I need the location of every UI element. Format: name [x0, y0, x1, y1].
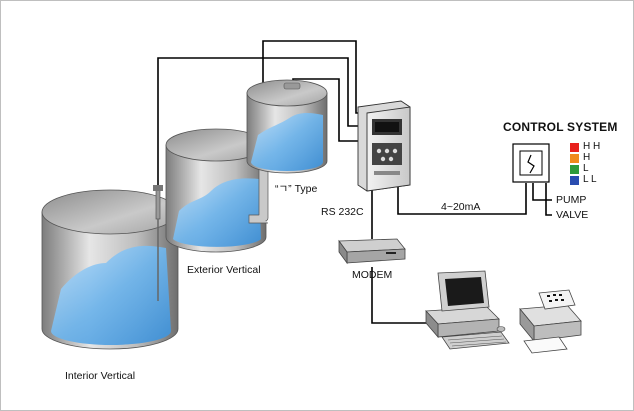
level-indicator-3: [570, 176, 579, 185]
level-label-h: H: [583, 152, 591, 163]
wire-interior-sensor: [157, 57, 358, 191]
wire-4-20ma: [397, 183, 527, 215]
level-label-hh: H H: [583, 141, 601, 152]
tank-interior-vertical: [41, 185, 179, 350]
level-controller: [357, 100, 411, 192]
wire-pump: [532, 183, 552, 201]
modem-label: MODEM: [352, 269, 393, 281]
level-label-l: L: [583, 163, 589, 174]
rs232c-label: RS 232C: [321, 206, 364, 218]
level-indicator-2: [570, 165, 579, 174]
computer-workstation: [425, 270, 510, 350]
valve-label: VALVE: [556, 209, 589, 221]
level-indicator-0: [570, 143, 579, 152]
interior-vertical-label: Interior Vertical: [65, 370, 136, 382]
tank-small: [246, 79, 328, 174]
level-label-ll: L L: [583, 174, 597, 185]
level-indicators: [570, 143, 579, 185]
exterior-vertical-label: Exterior Vertical: [187, 264, 261, 276]
tank-exterior-vertical: [165, 124, 269, 253]
level-indicator-1: [570, 154, 579, 163]
current-loop-label: 4~20mA: [441, 201, 481, 213]
type-label: “ㄱ” Type: [275, 183, 318, 195]
wire-exterior-sensor: [262, 40, 358, 129]
printer-device: [519, 289, 582, 354]
modem-device: [338, 238, 406, 265]
control-system-title: CONTROL SYSTEM: [503, 120, 618, 134]
pump-label: PUMP: [556, 194, 587, 206]
wire-valve: [545, 183, 552, 216]
control-system-panel: [512, 143, 550, 183]
wire-modem-pc: [371, 267, 434, 324]
